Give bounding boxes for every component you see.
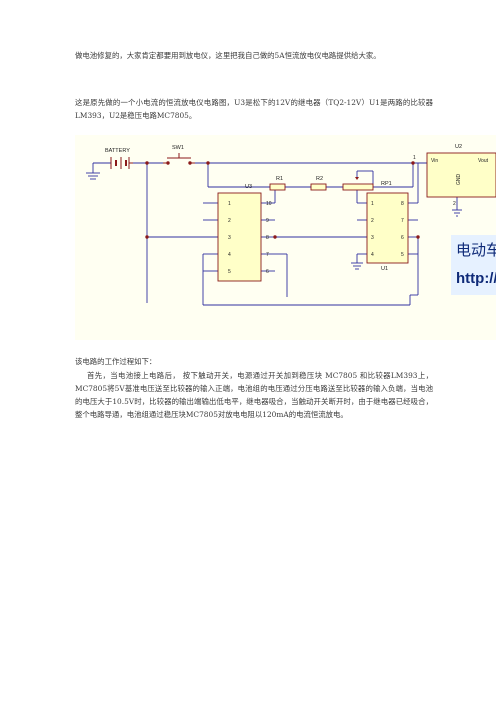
pin-label: 10 [266, 201, 272, 207]
comparator-u1 [366, 192, 409, 264]
pin-label: 7 [266, 252, 269, 258]
switch-symbol [163, 153, 195, 165]
node-label: 1 [413, 155, 416, 161]
pin-label: 7 [401, 218, 404, 224]
switch-label: SW1 [172, 145, 184, 151]
battery-label: BATTERY [105, 148, 130, 154]
r1-label: R1 [276, 176, 283, 182]
intro-paragraph: 做电池修复的，大家肯定都要用到放电仪，这里把我自己做的5A恒流放电仪电路提供给大… [75, 51, 381, 60]
pin-label: 9 [266, 218, 269, 224]
pin-label: 1 [228, 201, 231, 207]
u1-label: U1 [381, 266, 388, 272]
u2-pin-label: 2 [453, 201, 456, 207]
pin-label: 3 [228, 235, 231, 241]
battery-symbol [110, 157, 133, 169]
pin-label: 4 [371, 252, 374, 258]
watermark-block [451, 235, 496, 295]
r2-label: R2 [316, 176, 323, 182]
pin-label: 6 [266, 269, 269, 275]
process-heading: 该电路的工作过程如下： [75, 357, 157, 366]
pin-label: 5 [228, 269, 231, 275]
pin-label: 1 [371, 201, 374, 207]
pin-label: 8 [401, 201, 404, 207]
pin-label: 3 [371, 235, 374, 241]
figure-caption: 这是原先做的一个小电流的恒流放电仪电路图，U3是松下的12V的继电器（TQ2-1… [75, 98, 433, 120]
gnd-label: GND [456, 174, 462, 186]
watermark-text-1: 电动车 [456, 241, 496, 259]
pin-label: 8 [266, 235, 269, 241]
pin-label: 4 [228, 252, 231, 258]
pin-label: 5 [401, 252, 404, 258]
u2-label: U2 [455, 144, 462, 150]
pin-label: 2 [228, 218, 231, 224]
vin-label: Vin [431, 158, 438, 164]
regulator-u2 [426, 152, 496, 198]
watermark-text-2: http://b [456, 270, 496, 287]
u3-label: U3 [245, 184, 252, 190]
resistor-r2 [310, 183, 327, 191]
potentiometer-rp1 [342, 183, 374, 191]
process-paragraph: 首先，当电池接上电路后， 按下触动开关，电源通过开关加到稳压块 MC7805 和… [75, 371, 433, 419]
circuit-schematic: BATTERY SW1 R1 R2 RP1 U3 1 2 3 4 5 10 9 … [75, 135, 496, 340]
pin-label: 6 [401, 235, 404, 241]
vout-label: Vout [478, 158, 489, 164]
pin-label: 2 [371, 218, 374, 224]
rp1-label: RP1 [381, 181, 392, 187]
relay-u3 [217, 192, 262, 282]
resistor-r1 [269, 183, 286, 191]
schematic-background [75, 135, 496, 340]
